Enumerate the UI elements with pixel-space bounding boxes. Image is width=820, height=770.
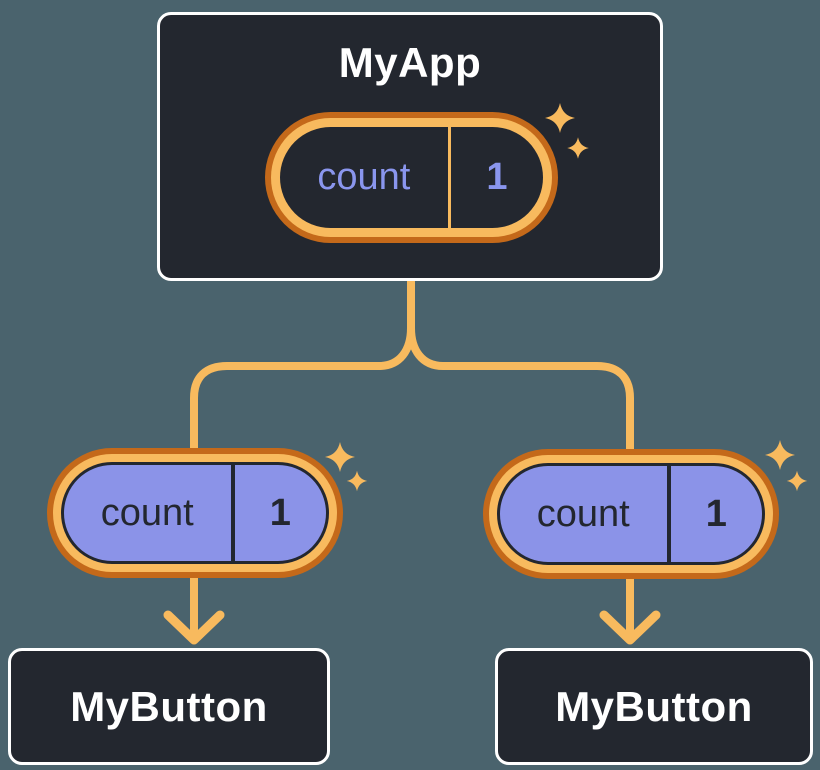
state-pill-label: count: [317, 156, 411, 198]
prop-pill-right-label: count: [536, 492, 630, 535]
arrow-down-left-head-icon: [163, 610, 225, 645]
state-pill-body: count 1: [280, 127, 543, 228]
state-pill: count 1: [265, 112, 558, 243]
prop-pill-right-ring: count 1: [489, 455, 773, 573]
prop-pill-left-body: count 1: [61, 462, 329, 564]
sparkle-icon: [765, 440, 808, 492]
prop-pill-right: count 1: [483, 449, 779, 579]
connector-branch-left: [190, 278, 415, 456]
component-node-mybutton-left: MyButton: [8, 648, 330, 765]
sparkle-icon: [545, 103, 589, 159]
prop-pill-left: count 1: [47, 448, 343, 578]
prop-pill-left-value: 1: [230, 465, 326, 561]
prop-pill-left-label: count: [100, 491, 194, 534]
prop-pill-left-ring: count 1: [53, 454, 337, 572]
state-pill-ring: count 1: [271, 118, 552, 237]
sparkle-icon: [325, 442, 368, 492]
connector-branch-right: [407, 278, 634, 456]
node-title-mybutton-right: MyButton: [555, 682, 753, 730]
node-title-mybutton-left: MyButton: [70, 682, 268, 730]
prop-pill-right-body: count 1: [497, 463, 765, 565]
node-title-myapp: MyApp: [338, 39, 482, 86]
arrow-down-right-head-icon: [599, 610, 661, 645]
state-pill-value: 1: [447, 127, 543, 228]
prop-pill-right-value: 1: [666, 466, 762, 562]
component-node-mybutton-right: MyButton: [495, 648, 813, 765]
